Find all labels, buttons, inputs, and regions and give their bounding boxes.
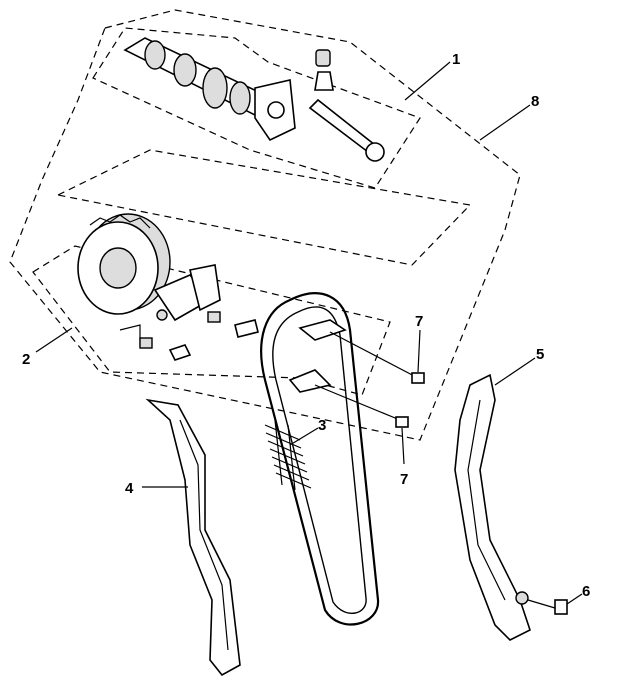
callout-7-upper: 7 bbox=[415, 313, 423, 330]
chain-guide-4 bbox=[145, 398, 241, 677]
bolt-lower bbox=[395, 416, 409, 428]
group-1-outline bbox=[92, 27, 421, 189]
timing-chain bbox=[260, 292, 380, 626]
camshaft-pin bbox=[308, 98, 385, 162]
group-8-outline bbox=[9, 9, 521, 441]
decompressor-assembly bbox=[119, 264, 259, 361]
callout-7-lower: 7 bbox=[400, 471, 408, 488]
bolt-6 bbox=[527, 599, 568, 615]
camshaft bbox=[123, 37, 296, 142]
callout-8: 8 bbox=[531, 93, 539, 110]
spring-and-retainer bbox=[314, 49, 334, 91]
plane-outline bbox=[57, 149, 472, 266]
chain-tensioner-5 bbox=[454, 373, 531, 641]
callout-5: 5 bbox=[536, 346, 544, 363]
chain-links bbox=[264, 419, 312, 491]
callout-6: 6 bbox=[582, 583, 590, 600]
callout-3: 3 bbox=[318, 417, 326, 434]
bolt-upper bbox=[411, 372, 425, 384]
group-2-outline bbox=[32, 245, 391, 396]
callout-1: 1 bbox=[452, 51, 460, 68]
callout-2: 2 bbox=[22, 351, 30, 368]
cam-sprocket bbox=[77, 213, 171, 315]
chain-pin-upper bbox=[298, 319, 347, 341]
callout-4: 4 bbox=[125, 480, 134, 497]
